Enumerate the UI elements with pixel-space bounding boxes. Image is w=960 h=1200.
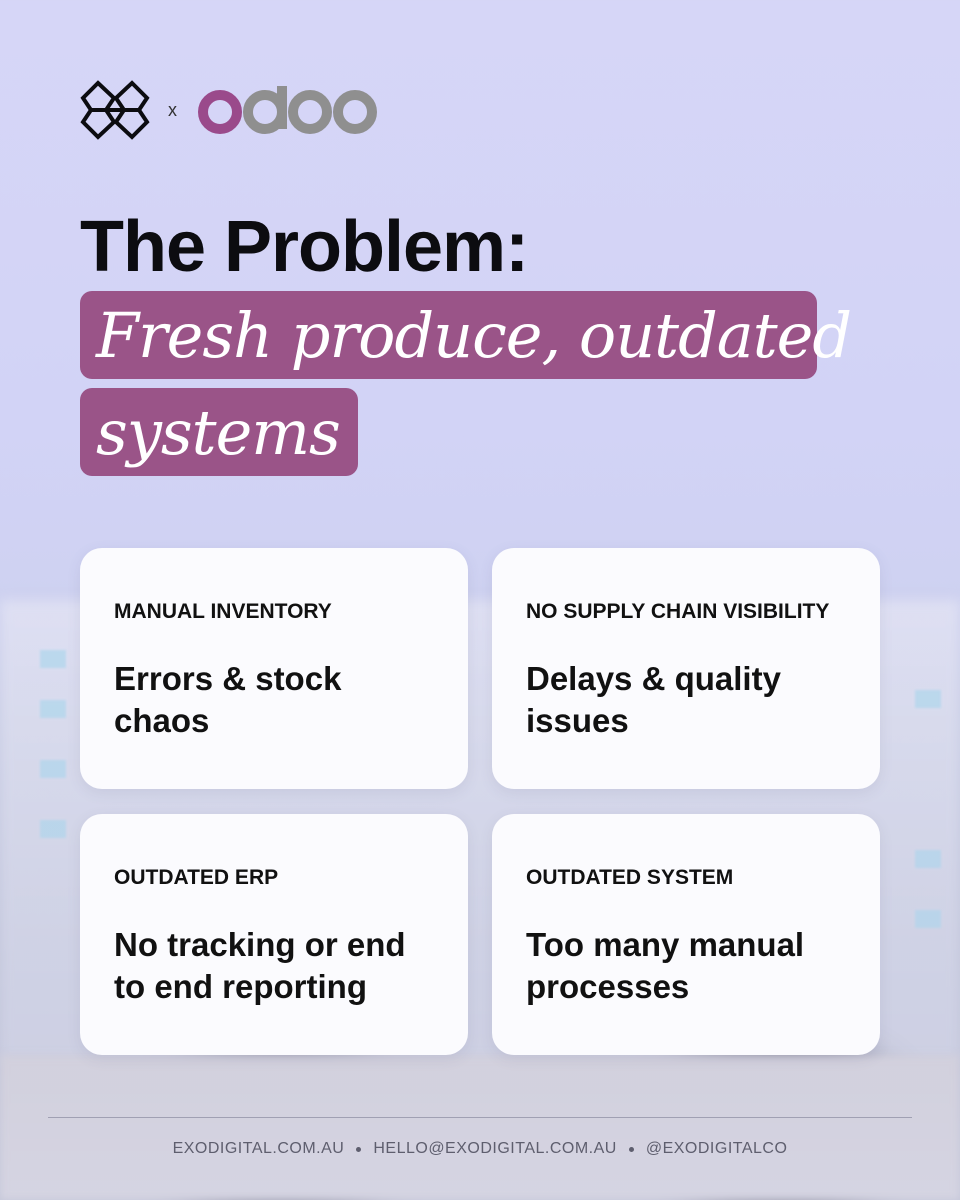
headline-highlight-line1: Fresh produce, outdated [96, 298, 852, 372]
background-sticky-note [915, 690, 941, 708]
logo-separator: x [168, 99, 177, 120]
background-sticky-note [40, 820, 66, 838]
card-label: OUTDATED SYSTEM [526, 866, 734, 889]
bullet-separator [628, 1146, 634, 1152]
background-floor [0, 1055, 960, 1200]
odoo-logo-icon [198, 86, 377, 134]
footer-divider [48, 1117, 912, 1118]
problem-card: NO SUPPLY CHAIN VISIBILITY Delays & qual… [492, 548, 880, 789]
card-text: Errors & stock chaos [114, 660, 342, 739]
bullet-separator [356, 1146, 362, 1152]
problem-card: OUTDATED SYSTEM Too many manual processe… [492, 814, 880, 1055]
card-text: No tracking or end to end reporting [114, 926, 406, 1005]
brand-logos: x [80, 80, 379, 140]
headline-highlight: systems [80, 388, 358, 476]
card-text: Delays & quality issues [526, 660, 781, 739]
card-text: Too many manual processes [526, 926, 805, 1005]
problem-card: OUTDATED ERP No tracking or end to end r… [80, 814, 468, 1055]
background-sticky-note [915, 910, 941, 928]
card-label: OUTDATED ERP [114, 866, 279, 889]
background-sticky-note [40, 760, 66, 778]
background-sticky-note [915, 850, 941, 868]
footer-social-handle[interactable]: @EXODIGITALCO [645, 1140, 788, 1157]
footer-email-link[interactable]: HELLO@EXODIGITAL.COM.AU [373, 1140, 617, 1157]
footer-website-link[interactable]: EXODIGITAL.COM.AU [172, 1140, 345, 1157]
problem-card: MANUAL INVENTORY Errors & stock chaos [80, 548, 468, 789]
background-sticky-note [40, 700, 66, 718]
headline-highlight: Fresh produce, outdated [80, 291, 852, 379]
card-label: MANUAL INVENTORY [114, 600, 332, 623]
background-sticky-note [40, 650, 66, 668]
headline-highlight-line2: systems [96, 395, 341, 469]
page-title: The Problem: [80, 207, 529, 287]
card-label: NO SUPPLY CHAIN VISIBILITY [526, 600, 830, 623]
footer: EXODIGITAL.COM.AU HELLO@EXODIGITAL.COM.A… [0, 1138, 960, 1160]
exo-logo-icon [80, 80, 150, 140]
